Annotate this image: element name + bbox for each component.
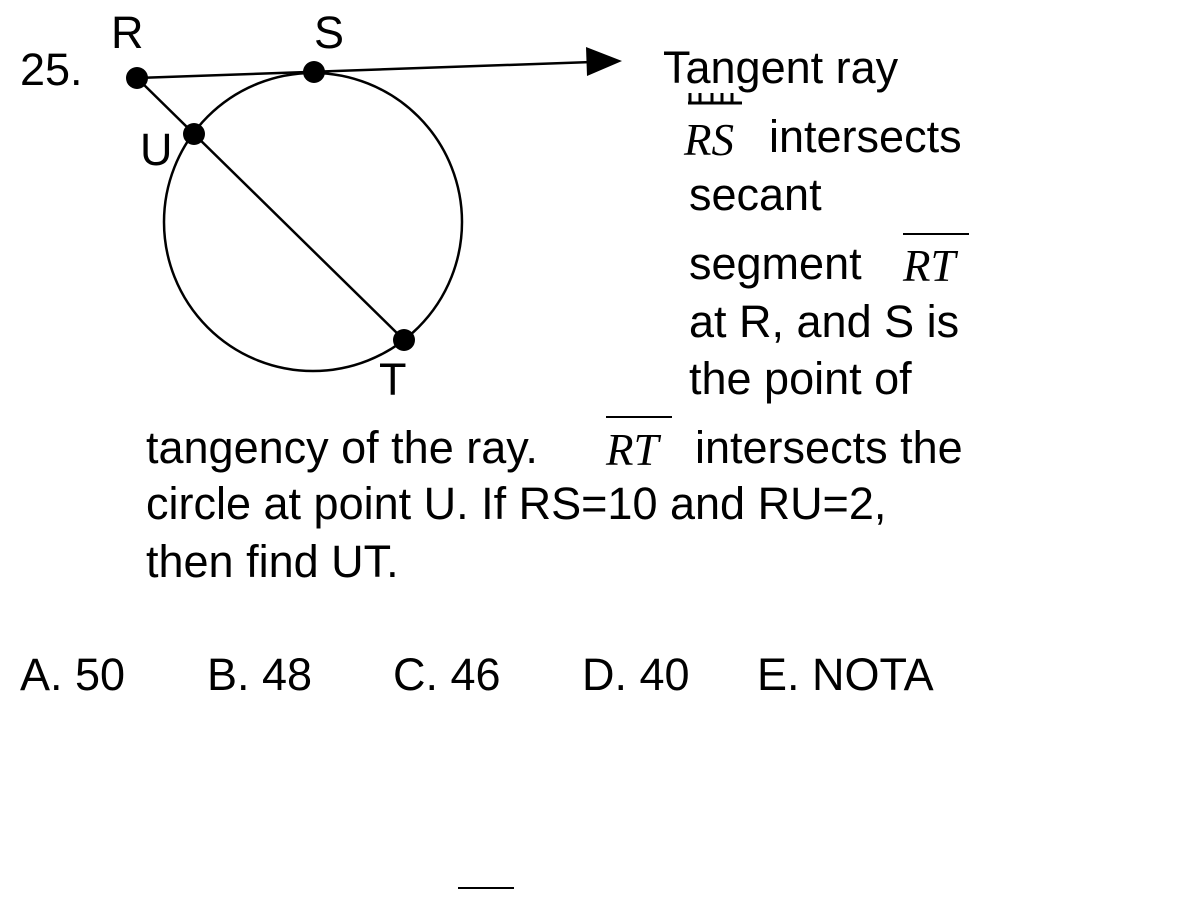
text-intersects-the: intersects the (695, 422, 963, 473)
text-segment: segment (689, 238, 862, 289)
label-r: R (111, 7, 144, 58)
text-at-r: at R, and S is (689, 296, 960, 347)
answer-c[interactable]: C. 46 (393, 649, 501, 700)
segment-rt-2: RT (606, 425, 659, 475)
text-tangent-ray: Tangent ray (663, 42, 899, 93)
answer-d[interactable]: D. 40 (582, 649, 690, 700)
point-r-dot (126, 67, 148, 89)
label-s: S (314, 7, 345, 58)
question-number: 25. (20, 44, 83, 95)
answer-e[interactable]: E. NOTA (757, 649, 934, 700)
text-tangency: tangency of the ray. (146, 422, 538, 473)
circle (162, 71, 464, 373)
ray-notation-mark (686, 88, 746, 106)
point-u-dot (183, 123, 205, 145)
text-point-of: the point of (689, 353, 912, 404)
text-find-ut: then find UT. (146, 536, 399, 587)
label-t: T (379, 354, 407, 405)
text-circle-at-u: circle at point U. If RS=10 and RU=2, (146, 478, 887, 529)
overline-rt-1 (903, 233, 969, 235)
tangent-ray-line (136, 60, 593, 80)
answer-b[interactable]: B. 48 (207, 649, 313, 700)
segment-rt-1: RT (903, 241, 956, 291)
point-s-dot (303, 61, 325, 83)
overline-rt-2 (606, 416, 672, 418)
answer-a[interactable]: A. 50 (20, 649, 126, 700)
segment-rs: RS (684, 115, 734, 165)
ray-arrowhead (586, 47, 622, 76)
text-intersects: intersects (769, 111, 962, 162)
secant-segment-line (136, 77, 405, 341)
point-t-dot (393, 329, 415, 351)
text-secant: secant (689, 169, 822, 220)
next-question-overline-fragment (458, 887, 514, 889)
label-u: U (140, 124, 173, 175)
